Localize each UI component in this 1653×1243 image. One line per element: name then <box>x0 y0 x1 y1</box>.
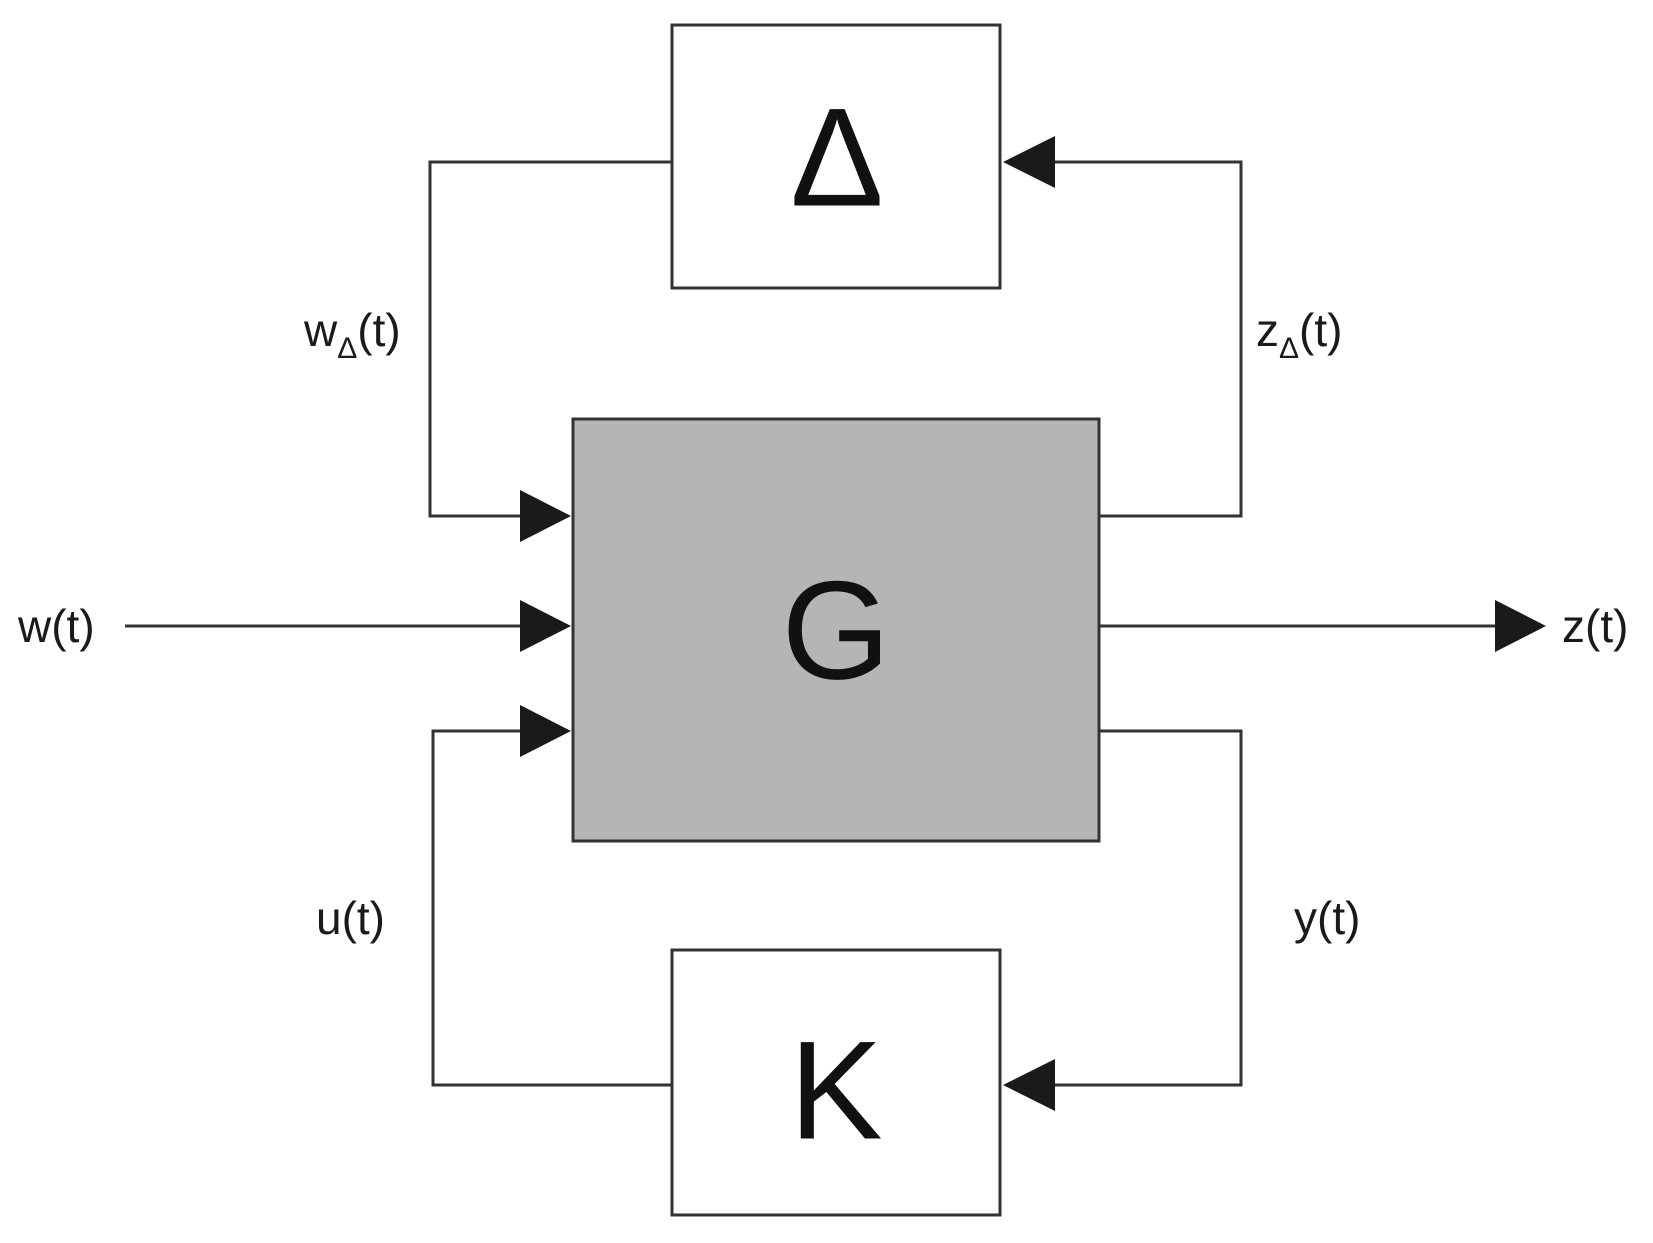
u-label: u(t) <box>316 892 385 944</box>
z-delta-label-arg: (t) <box>1299 304 1342 356</box>
z-delta-label: zΔ(t) <box>1256 304 1342 365</box>
w-arrowhead <box>520 600 571 652</box>
z-delta-line <box>1045 160 1243 518</box>
z-delta-arrowhead <box>1003 136 1055 188</box>
w-delta-label: wΔ(t) <box>303 304 401 365</box>
z-label: z(t) <box>1562 600 1628 652</box>
u-arrowhead <box>520 705 571 757</box>
y-arrowhead <box>1003 1059 1055 1111</box>
w-delta-line <box>428 160 672 518</box>
w-delta-label-main: w <box>303 304 338 356</box>
z-delta-label-sub: Δ <box>1279 332 1299 365</box>
y-label: y(t) <box>1294 892 1360 944</box>
delta-block-label: Δ <box>790 79 884 236</box>
controller-block-label: K <box>789 1012 882 1169</box>
z-delta-label-main: z <box>1256 304 1279 356</box>
w-label: w(t) <box>17 600 95 652</box>
controller-block <box>670 948 1002 1217</box>
plant-block <box>571 417 1101 843</box>
w-delta-label-arg: (t) <box>357 304 400 356</box>
plant-block-label: G <box>782 552 891 709</box>
delta-block <box>670 23 1002 290</box>
z-arrowhead <box>1495 600 1546 652</box>
w-delta-label-sub: Δ <box>337 332 357 365</box>
u-line <box>431 729 672 1087</box>
w-delta-arrowhead <box>520 490 571 542</box>
y-line <box>1045 729 1243 1087</box>
